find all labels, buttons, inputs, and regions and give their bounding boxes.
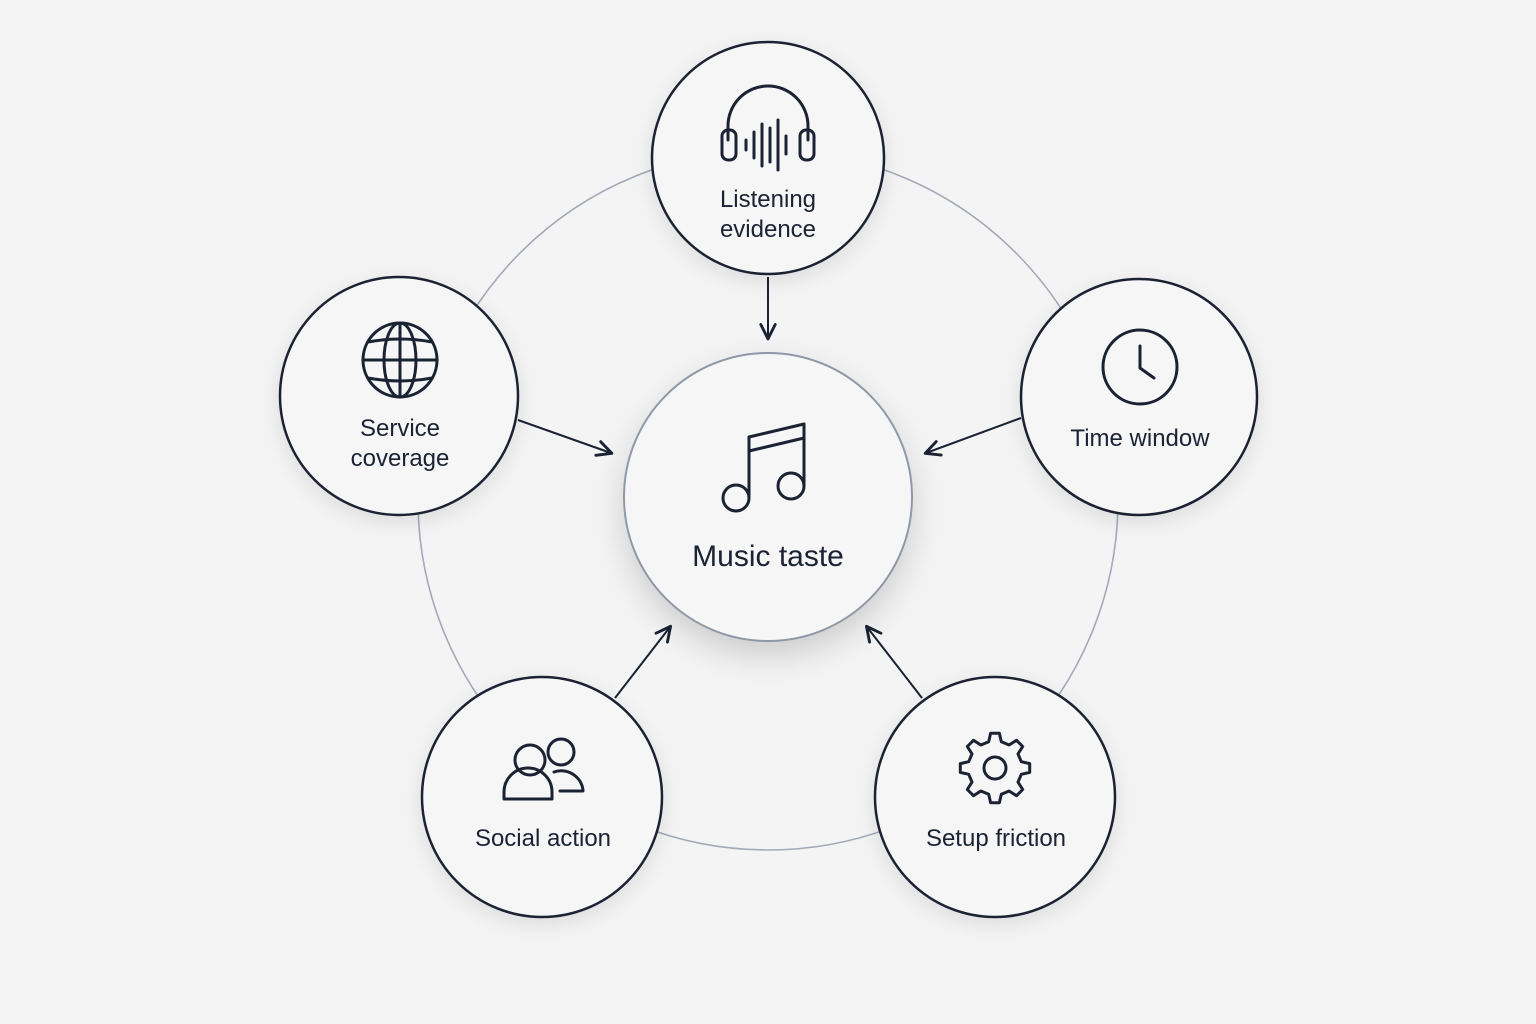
arrow-service	[517, 419, 614, 457]
node-social-action: Social action	[420, 675, 664, 919]
node-label-listening-line1: Listening	[720, 186, 816, 213]
node-label-service-line1: Service	[360, 415, 440, 442]
clock-icon	[1101, 328, 1179, 406]
node-time-window: Time window	[1019, 277, 1259, 517]
node-listening-evidence: Listening evidence	[650, 40, 886, 276]
node-label-setup: Setup friction	[926, 825, 1066, 852]
center-label: Music taste	[692, 540, 844, 573]
center-node: Music taste	[623, 352, 913, 642]
node-setup-friction: Setup friction	[873, 675, 1117, 919]
arrows	[517, 277, 1022, 699]
node-label-time: Time window	[1070, 425, 1210, 452]
music-note-icon	[721, 422, 806, 513]
node-label-service-line2: coverage	[351, 445, 450, 472]
gear-icon	[958, 731, 1032, 805]
arrow-social	[614, 624, 672, 699]
users-icon	[502, 737, 585, 801]
arrow-setup	[865, 624, 923, 699]
headphones-icon	[720, 84, 816, 172]
globe-icon	[361, 321, 439, 399]
node-label-listening-line2: evidence	[720, 216, 816, 243]
arrow-time	[923, 417, 1022, 457]
node-service-coverage: Service coverage	[278, 275, 520, 517]
node-label-social: Social action	[475, 825, 611, 852]
